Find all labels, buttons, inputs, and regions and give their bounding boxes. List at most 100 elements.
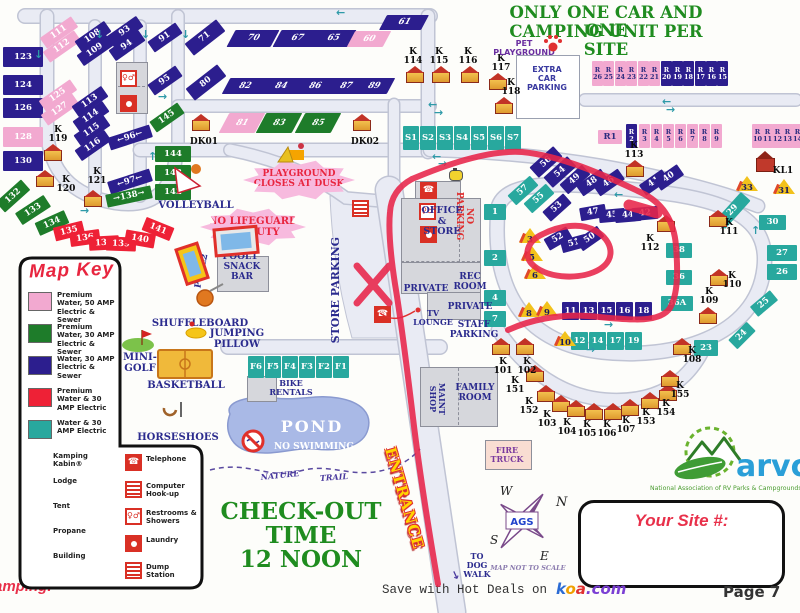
cabin-icon [567, 400, 585, 417]
site-R1: R1 [598, 130, 622, 144]
site-F4: F4 [282, 356, 298, 378]
site-143: 143 [155, 165, 191, 181]
site-R18: R 18 [683, 61, 694, 86]
your-site-box: Your Site #: [578, 500, 785, 588]
road-arrow-16: ↑ [751, 224, 761, 237]
road-arrow-1: ↓ [95, 28, 105, 41]
key-icon-label-4: Building [53, 552, 86, 560]
label-store-parking: STORE PARKING [328, 236, 342, 344]
structure-label-K114: K 114 [403, 47, 423, 67]
site-R11: R 11 [762, 124, 773, 148]
structure-label-K154: K 154 [656, 399, 676, 419]
cabin-icon [492, 338, 510, 355]
site-R2: R 2 [626, 124, 637, 148]
lndr-icon [120, 95, 137, 112]
structure-label-K108: K 108 [682, 346, 702, 366]
label-extra: EXTRA CAR PARKING [527, 65, 567, 92]
rule-heading-line1: ONLY ONE CAR AND ONE [509, 3, 703, 41]
compass-s: S [490, 533, 498, 547]
structure-label-K106: K 106 [597, 420, 617, 440]
red-route-3 [353, 262, 393, 307]
road-arrow-0: ← [336, 6, 346, 19]
structure-label-K111: K 111 [719, 218, 739, 238]
notice-0: PLAYGROUND CLOSES AT DUSK [243, 160, 355, 200]
site-S5: S5 [471, 126, 487, 150]
compass-w: W [500, 484, 514, 498]
structure-label-K155: K 155 [670, 381, 690, 401]
site-80: 80 [185, 64, 227, 101]
site-R21: R 21 [649, 61, 660, 86]
cabin-icon [699, 307, 717, 324]
red-route-4 [353, 262, 393, 307]
structure-label-K118: K 118 [501, 78, 521, 98]
structure-label-K120: K 120 [56, 175, 76, 195]
key-swatch-T [28, 420, 52, 439]
key-label-3: Premium Water & 30 AMP Electric [57, 387, 107, 412]
site-S6: S6 [488, 126, 504, 150]
map-key-panel: Map Key Premium Water, 50 AMP Electric &… [15, 250, 210, 595]
compass-e: E [539, 549, 549, 563]
site-130: 130 [3, 151, 43, 171]
site-26: 26 [767, 264, 797, 280]
key-icon-label-0: Kamping Kabin® [53, 452, 88, 469]
cabin-icon [44, 144, 62, 161]
site-R10: R 10 [752, 124, 763, 148]
site-126: 126 [3, 98, 43, 118]
phone-icon: ☎ [374, 306, 391, 323]
cabin-icon [432, 66, 450, 83]
road-arrow-5: → [158, 90, 168, 103]
key-label-0: Premium Water, 50 AMP Electric & Sewer [57, 291, 115, 324]
site-1: 1 [484, 204, 506, 220]
site-R12: R 12 [772, 124, 783, 148]
key-service-label-3: Laundry [146, 536, 179, 544]
cabin-icon [489, 73, 507, 90]
key-swatch-P [28, 292, 52, 311]
key-swatch-B [28, 356, 52, 375]
site-36: 36 [666, 270, 692, 285]
site-F3: F3 [299, 356, 315, 378]
propane-icon [449, 168, 463, 181]
label-to: TO DOG WALK [463, 551, 491, 579]
structure-label-K109: K 109 [699, 287, 719, 307]
structure-label-K107: K 107 [616, 416, 636, 436]
structure-label-5: 5 [529, 253, 535, 263]
structure-label-DK02: DK02 [350, 137, 380, 147]
key-icon-label-3: Propane [53, 527, 86, 535]
label-maint: MAINT SHOP [428, 382, 447, 415]
cabin-icon [461, 66, 479, 83]
cabin-icon [495, 97, 513, 114]
compass-rose: AGS N W S E [490, 484, 568, 563]
site-R3: R 3 [639, 124, 650, 148]
tent-icon [773, 179, 795, 194]
site-R13: R 13 [782, 124, 793, 148]
site-13: 13 [580, 302, 597, 320]
site-R9: R 9 [711, 124, 722, 148]
label-pet: PET PLAYGROUND [493, 39, 555, 57]
key-swatch-R [28, 388, 52, 407]
structure-label-K104: K 104 [557, 418, 577, 438]
structure-label-8: 8 [526, 309, 532, 319]
site-40: 40 [653, 164, 685, 191]
page-number: Page 7 [723, 583, 781, 601]
site-17: 17 [607, 332, 624, 350]
site-R20: R 20 [661, 61, 672, 86]
label-volleyball: VOLLEYBALL [158, 200, 234, 211]
koa-com-link[interactable]: koa.com [556, 580, 626, 598]
site-R15: R 15 [717, 61, 728, 86]
site-145: 145 [149, 102, 185, 133]
notice-1: NO LIFEGUARD ON DUTY [200, 208, 306, 246]
site-38: 38 [666, 243, 692, 258]
structure-label-K117: K 117 [491, 54, 511, 74]
arvc-tagline: National Association of RV Parks & Campg… [650, 485, 800, 492]
road-arrow-17: → [586, 343, 596, 356]
label-mini-: MINI- GOLF [123, 352, 157, 375]
key-label-1: Premium Water, 30 AMP Electric & Sewer [57, 323, 115, 356]
structure-label-K153: K 153 [636, 408, 656, 428]
site-123: 123 [3, 47, 43, 67]
key-service-label-1: Computer Hook-up [146, 482, 185, 499]
cabin-icon [192, 114, 210, 131]
label-shuffleboard: SHUFFLEBOARD [151, 318, 249, 329]
site-144: 144 [155, 146, 191, 162]
key-service-label-2: Restrooms & Showers [146, 509, 197, 526]
structure-label-K103: K 103 [537, 410, 557, 430]
